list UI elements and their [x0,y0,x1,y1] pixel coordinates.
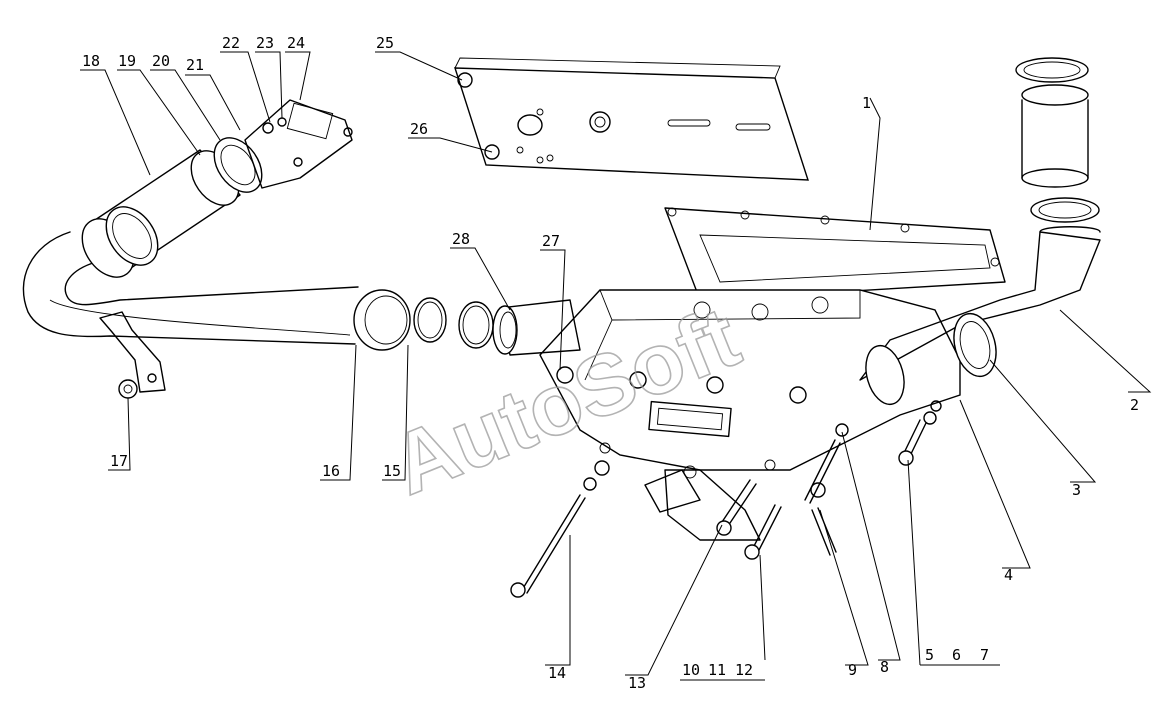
callout-15: 15 [383,462,401,480]
callout-25: 25 [376,34,394,52]
callout-13: 13 [628,674,646,692]
gasket [664,207,1006,301]
right-elbow-assembly [859,57,1101,406]
main-housing [539,289,961,541]
callout-19: 19 [118,52,136,70]
callout-16: 16 [322,462,340,480]
callout-7: 7 [980,646,989,664]
callout-8: 8 [880,658,889,676]
callout-22: 22 [222,34,240,52]
callout-12: 12 [735,661,753,679]
callout-2: 2 [1130,396,1139,414]
callout-28: 28 [452,230,470,248]
washer-17 [118,379,138,399]
callout-18: 18 [82,52,100,70]
callout-11: 11 [708,661,726,679]
callout-3: 3 [1072,481,1081,499]
o-rings [413,297,494,349]
intake-pipe [22,231,411,393]
callout-21: 21 [186,56,204,74]
callout-5: 5 [925,646,934,664]
cover-plate [454,57,809,181]
callouts: 1 2 3 4 5 6 7 8 9 10 11 12 13 14 15 16 1… [82,34,1139,692]
left-hose-assembly [81,99,353,278]
callout-6: 6 [952,646,961,664]
callout-23: 23 [256,34,274,52]
callout-26: 26 [410,120,428,138]
callout-4: 4 [1004,566,1013,584]
bolts-hardware [510,400,942,598]
callout-24: 24 [287,34,305,52]
callout-17: 17 [110,452,128,470]
callout-14: 14 [548,664,566,682]
callout-9: 9 [848,661,857,679]
coupler-28 [492,299,581,356]
callout-10: 10 [682,661,700,679]
callout-1: 1 [862,94,871,112]
callout-20: 20 [152,52,170,70]
leader-lines [80,51,1152,681]
callout-27: 27 [542,232,560,250]
